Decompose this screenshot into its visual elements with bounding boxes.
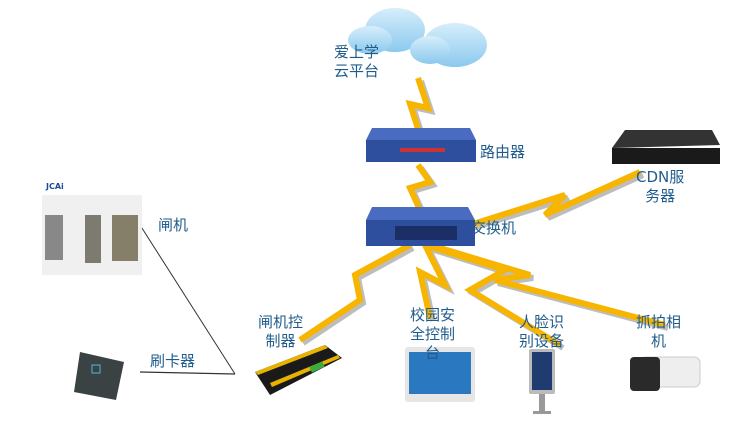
cloud-icon	[348, 8, 487, 67]
link-switch-controller	[298, 242, 412, 343]
gate-controller-icon	[255, 345, 342, 395]
link-router-switch	[405, 163, 435, 212]
link-switch-console	[415, 243, 452, 319]
label-cdn-server: CDN服 务器	[636, 168, 685, 205]
gate-image: JCAi	[42, 182, 142, 275]
label-cloud-platform: 爱上学 云平台	[334, 43, 380, 80]
label-capture-camera: 抓拍相 机	[636, 313, 682, 350]
label-card-reader: 刷卡器	[150, 352, 196, 370]
capture-camera-icon	[630, 356, 701, 391]
switch-icon	[366, 207, 475, 246]
label-gate-controller: 闸机控 制器	[258, 313, 304, 350]
link-switch-camera	[429, 242, 666, 328]
wire-reader-controller	[139, 371, 236, 375]
link-switch-cdn	[469, 169, 642, 228]
wireless-links	[298, 77, 669, 351]
face-recognition-icon	[529, 349, 555, 414]
cdn-server-icon	[612, 130, 720, 164]
link-cloud-router	[405, 77, 433, 136]
gate-logo: JCAi	[45, 182, 64, 191]
label-switch: 交换机	[471, 219, 517, 237]
card-reader-icon	[74, 352, 124, 400]
wire-gate-controller	[139, 224, 236, 375]
label-gate: 闸机	[158, 216, 189, 234]
label-router: 路由器	[480, 143, 526, 161]
label-security-console: 校园安 全控制 台	[410, 306, 456, 362]
router-icon	[366, 128, 476, 162]
label-face-recognition: 人脸识 别设备	[519, 313, 565, 350]
console-screen-icon	[405, 347, 475, 402]
